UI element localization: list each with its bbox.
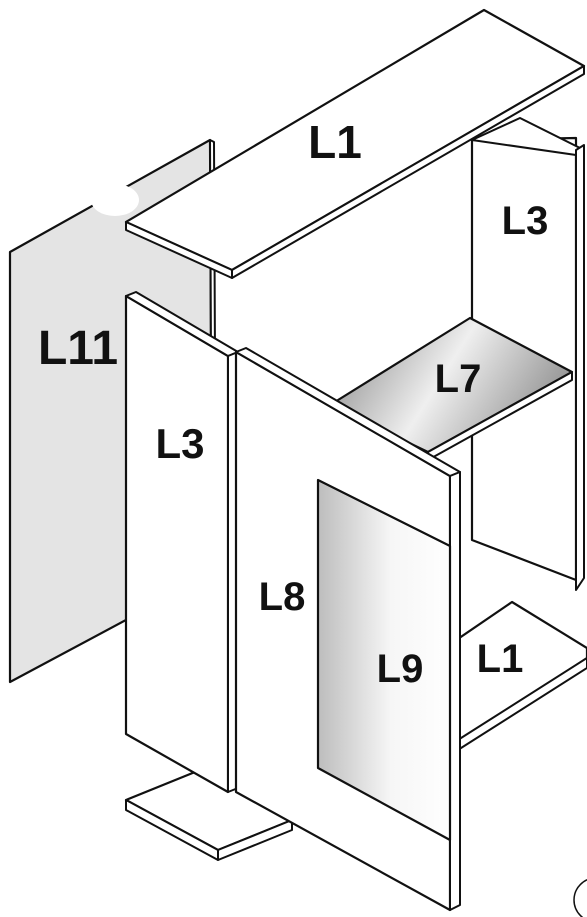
label-mirror: L9: [377, 647, 424, 691]
back-panel-notch: [91, 184, 139, 216]
mirror-pane: [316, 478, 452, 842]
left-side-panel: [124, 291, 239, 794]
detail-callout-circle: [573, 879, 587, 917]
top-panel: [124, 8, 586, 279]
label-bottom: L1: [477, 637, 524, 681]
label-top: L1: [308, 116, 362, 168]
base-plinth: [124, 768, 294, 861]
label-shelf: L7: [435, 357, 482, 401]
door-panel: [234, 347, 461, 912]
label-door: L8: [259, 575, 306, 619]
label-right-side: L3: [502, 199, 549, 243]
label-left-side: L3: [155, 420, 204, 467]
label-back: L11: [38, 322, 118, 375]
